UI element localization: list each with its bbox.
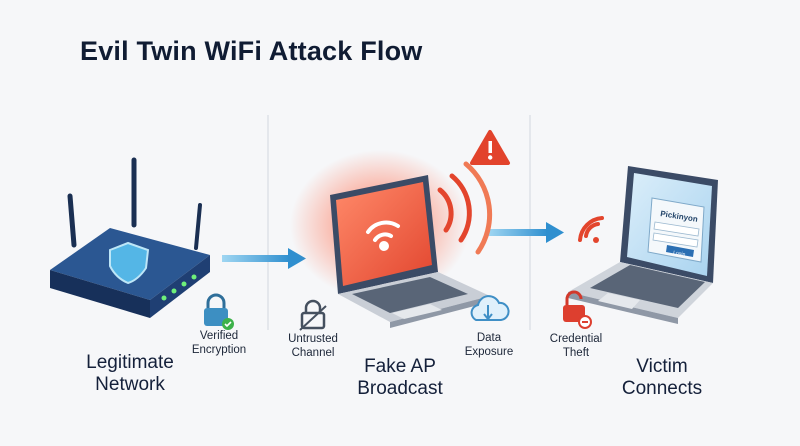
badge-verified-line2: Encryption: [191, 344, 247, 356]
arrow-fake-ap-to-victim: [488, 222, 564, 243]
stage-2-line1: Fake AP: [364, 356, 436, 377]
badge-data-line1: Data: [476, 332, 502, 344]
stage-2-line2: Broadcast: [357, 378, 443, 399]
router-icon: [50, 157, 210, 318]
stage-1-line2: Network: [95, 374, 165, 395]
fake-ap-laptop-icon: [290, 150, 490, 328]
page-title: Evil Twin WiFi Attack Flow: [80, 36, 423, 66]
unlocked-lock-icon: [563, 290, 592, 329]
cloud-download-icon: [470, 295, 510, 321]
broken-lock-icon: [299, 299, 327, 331]
shield-icon: [109, 241, 150, 285]
login-button-label: Login: [673, 250, 686, 258]
victim-laptop-icon: [568, 166, 718, 324]
arrow-router-to-fake-ap: [222, 248, 306, 269]
wifi-icon: [366, 220, 400, 251]
stage-3-line1: Victim: [636, 356, 688, 377]
login-window: [647, 197, 705, 263]
badge-verified-encryption: Verified Encryption: [186, 329, 252, 357]
stage-3-line2: Connects: [621, 378, 703, 399]
badge-credential-line2: Theft: [562, 347, 590, 359]
badge-verified-line1: Verified: [199, 330, 239, 342]
stage-label-legitimate-network: Legitimate Network: [50, 352, 210, 396]
badge-data-exposure: Data Exposure: [456, 331, 522, 359]
badge-credential-line1: Credential: [549, 333, 603, 345]
lock-check-icon: [204, 293, 234, 330]
badge-untrusted-channel: Untrusted Channel: [278, 332, 348, 360]
broadcast-waves-icon: [437, 161, 493, 255]
badge-data-line2: Exposure: [464, 346, 514, 358]
badge-credential-theft: Credential Theft: [540, 332, 612, 360]
warning-icon: [470, 130, 510, 165]
badge-untrusted-line1: Untrusted: [288, 333, 338, 345]
victim-wifi-waves-icon: [578, 216, 604, 243]
stage-label-victim-connects: Victim Connects: [582, 356, 742, 400]
badge-untrusted-line2: Channel: [291, 347, 335, 359]
stage-label-fake-ap-broadcast: Fake AP Broadcast: [320, 356, 480, 400]
stage-1-line1: Legitimate: [86, 352, 174, 373]
